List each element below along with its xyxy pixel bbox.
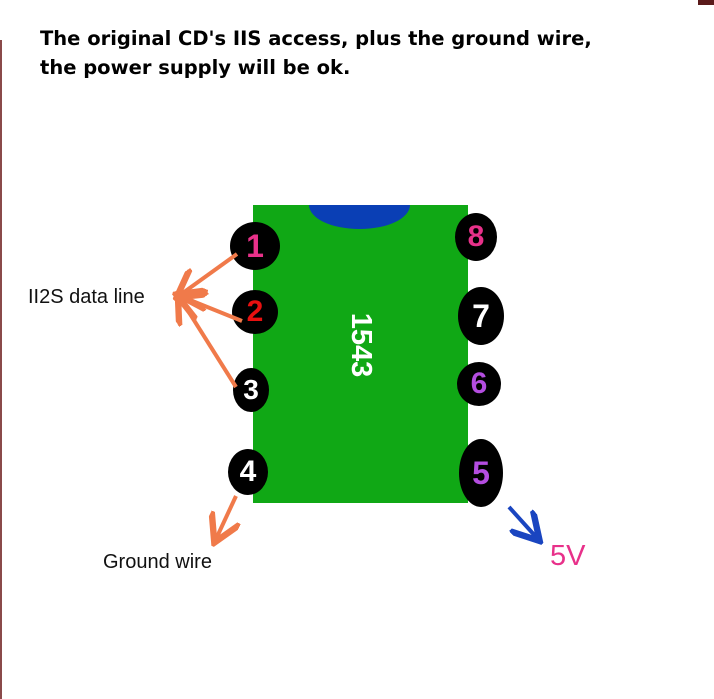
pin-6-number: 6 [470, 367, 488, 400]
corner-mark [698, 0, 714, 5]
data-line-label: II2S data line [28, 286, 145, 308]
left-border [0, 40, 2, 699]
arrow-pin1-data [180, 252, 239, 295]
pin-1: 1 [230, 222, 280, 270]
pin-5: 5 [459, 439, 503, 507]
pin-5-number: 5 [472, 454, 490, 491]
pin-4: 4 [228, 449, 268, 495]
pin-2-number: 2 [246, 295, 264, 328]
title-line-1: The original CD's IIS access, plus the g… [40, 27, 592, 50]
arrow-pin5-power [507, 505, 537, 538]
title-line-2: the power supply will be ok. [40, 56, 351, 79]
pin-4-number: 4 [239, 455, 257, 488]
pin-3-number: 3 [243, 374, 259, 405]
pin-3: 3 [233, 368, 269, 412]
diagram-title: The original CD's IIS access, plus the g… [40, 24, 710, 82]
power-5v-label: 5V [550, 540, 586, 572]
pin-8: 8 [455, 213, 497, 261]
pin-6: 6 [457, 362, 501, 406]
arrow-pin2-data [180, 296, 243, 323]
pin-7-number: 7 [472, 297, 490, 334]
chip-body [253, 205, 468, 503]
arrow-pin3-data [180, 298, 238, 389]
pin-7: 7 [458, 287, 504, 345]
pin-1-number: 1 [246, 227, 264, 264]
arrow-pin4-ground [216, 495, 236, 539]
ground-wire-label: Ground wire [103, 551, 212, 573]
pin-2: 2 [232, 290, 278, 334]
pin-8-number: 8 [467, 220, 485, 253]
